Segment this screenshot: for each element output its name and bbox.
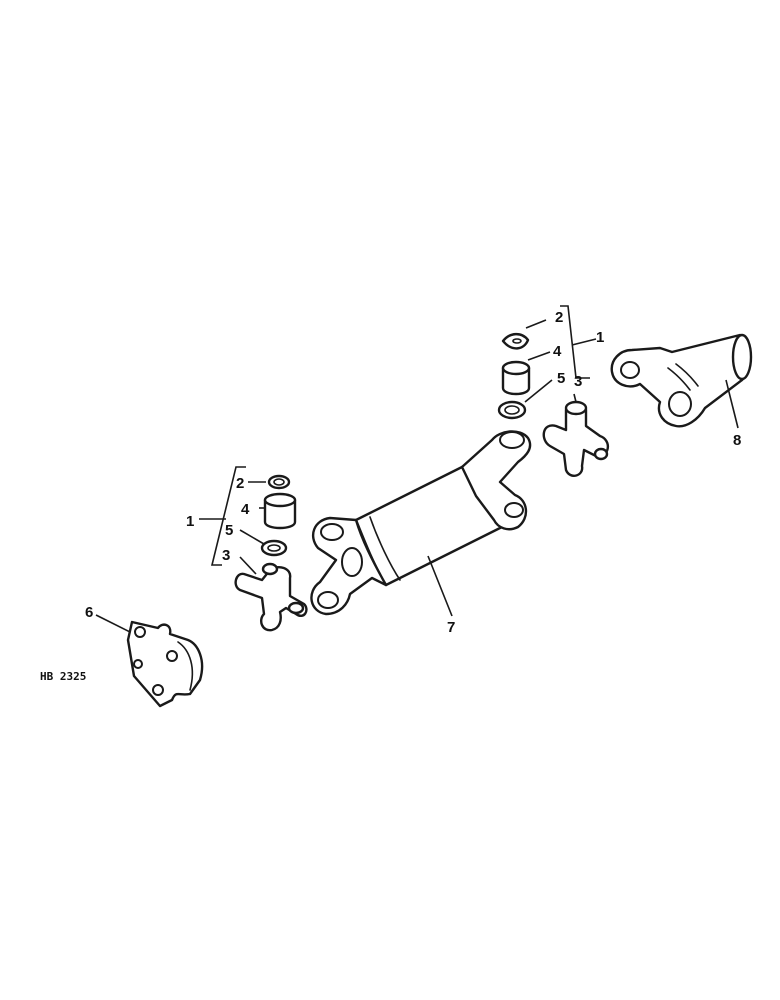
propeller-shaft xyxy=(310,430,532,616)
figure-code: HB 2325 xyxy=(40,670,86,683)
callout-slip-yoke: 8 xyxy=(733,432,741,449)
callout-left-cross: 3 xyxy=(222,547,230,564)
left-kit-parts xyxy=(234,474,308,632)
callout-right-cap: 4 xyxy=(553,343,562,360)
callout-right-ring: 2 xyxy=(555,309,563,326)
flange-yoke xyxy=(126,620,204,708)
callout-labels: 1 2 4 5 3 2 1 4 5 3 6 7 8 HB 2325 xyxy=(40,309,741,683)
leader-lines xyxy=(95,305,739,633)
callout-right-cross: 3 xyxy=(574,373,582,390)
callout-left-cap: 4 xyxy=(241,501,250,518)
callout-right-seal: 5 xyxy=(557,370,565,387)
right-kit-parts xyxy=(497,332,609,477)
callout-right-kit: 1 xyxy=(596,329,604,346)
slip-yoke xyxy=(610,333,753,428)
callout-flange-yoke: 6 xyxy=(85,604,93,621)
callout-left-kit: 1 xyxy=(186,513,194,530)
callout-propeller-shaft: 7 xyxy=(447,619,455,636)
callout-left-ring: 2 xyxy=(236,475,244,492)
callout-left-seal: 5 xyxy=(225,522,233,539)
